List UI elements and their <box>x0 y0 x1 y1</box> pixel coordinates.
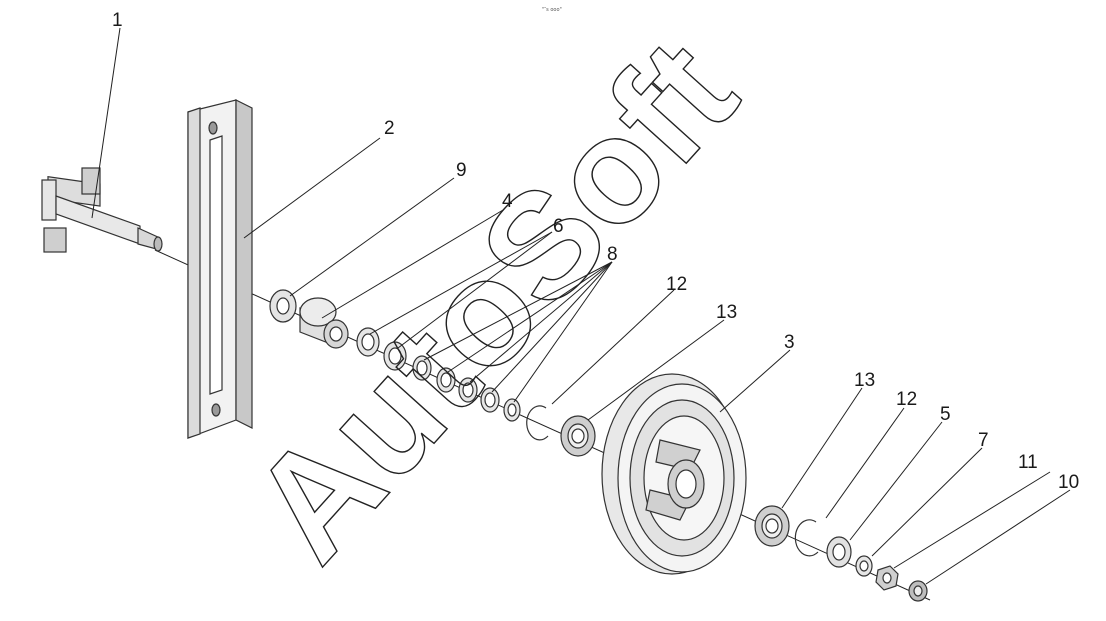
part-4-sleeve <box>299 297 349 349</box>
callout-10: 10 <box>1058 472 1079 493</box>
callout-1: 1 <box>112 10 123 31</box>
page-marker: "″s ooo" <box>542 7 562 13</box>
callout-13-top: 13 <box>716 302 737 323</box>
part-13-bearing-right <box>754 505 790 547</box>
callout-6: 6 <box>553 216 564 237</box>
part-2-rail <box>187 99 253 439</box>
part-11-nut <box>875 565 899 591</box>
callout-4: 4 <box>502 191 513 212</box>
callout-3: 3 <box>784 332 795 353</box>
callout-8: 8 <box>607 244 618 265</box>
callout-11: 11 <box>1018 452 1038 473</box>
part-9-washer <box>269 289 297 323</box>
callout-2: 2 <box>384 118 395 139</box>
callout-13-right: 13 <box>854 370 875 391</box>
part-13-bearing-left <box>560 415 596 457</box>
part-8-shims <box>412 355 521 422</box>
leader-lines <box>91 27 1071 585</box>
part-6-washers <box>356 327 407 371</box>
part-10-cap-nut <box>908 580 928 602</box>
part-12-circlip-left <box>526 405 549 441</box>
callout-12-top: 12 <box>666 274 687 295</box>
part-1-axle <box>41 167 163 253</box>
part-5-spacer <box>826 536 852 568</box>
callout-5: 5 <box>940 404 951 425</box>
part-3-pulley <box>601 373 747 575</box>
callout-7: 7 <box>978 430 989 451</box>
callout-9: 9 <box>456 160 467 181</box>
part-12-circlip-right <box>794 519 819 557</box>
part-7-washer <box>855 555 873 577</box>
callout-12-right: 12 <box>896 389 917 410</box>
